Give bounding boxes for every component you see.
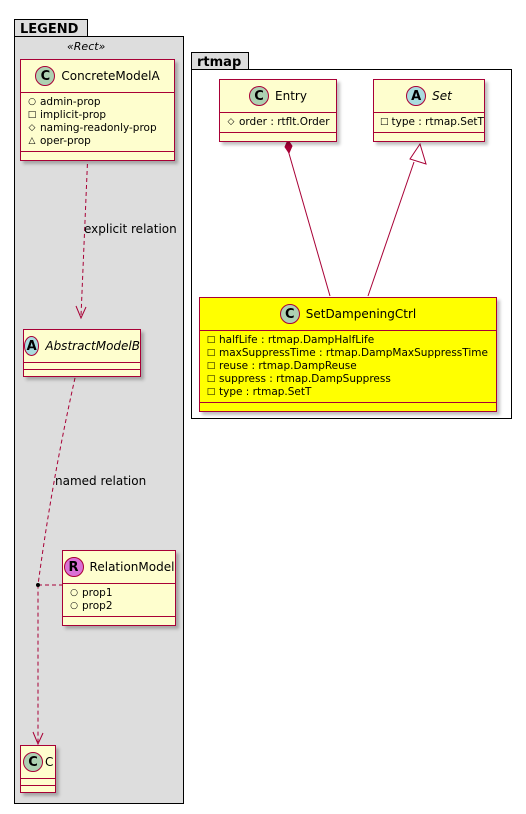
field-row: □suppress : rtmap.DampSuppress: [206, 373, 490, 386]
concrete-model-a-fields: ○ admin-prop □implicit-prop ◇ naming-reado…: [21, 93, 174, 151]
field-row: □type : rtmap.SetT: [206, 386, 490, 399]
field-text: type : rtmap.SetT: [391, 116, 484, 128]
private-square-icon: □: [206, 361, 216, 371]
set-methods: [374, 132, 484, 141]
entry-methods: [220, 132, 336, 141]
field-text: oper-prop: [40, 135, 91, 147]
concrete-model-a-methods: [21, 151, 174, 160]
entry-name: Entry: [275, 89, 307, 103]
package-triangle-icon: △: [28, 136, 36, 146]
legend-package-tab: LEGEND: [14, 19, 88, 37]
legend-stereotype: «Rect»: [67, 40, 106, 53]
set-dampening-ctrl-methods: [200, 402, 496, 411]
abstract-model-b-name: AbstractModelB: [45, 339, 140, 353]
abstract-model-b-fields: [24, 363, 140, 370]
public-circle-icon: ○: [70, 588, 78, 598]
concrete-model-a-class[interactable]: C ConcreteModelA ○ admin-prop □implicit-p…: [20, 59, 175, 161]
set-name: Set: [432, 89, 452, 103]
private-square-icon: □: [206, 387, 216, 397]
class-c-badge-icon: C: [23, 752, 43, 772]
field-text: admin-prop: [40, 96, 101, 108]
class-c-badge-icon: C: [279, 304, 300, 324]
concrete-model-a-name: ConcreteModelA: [61, 69, 160, 83]
field-row: ◇ order : rtflt.Order: [226, 116, 330, 129]
field-text: type : rtmap.SetT: [219, 386, 312, 398]
legend-package-body: [14, 36, 184, 804]
concrete-model-a-header: C ConcreteModelA: [21, 60, 174, 93]
c-class-header: C C: [21, 746, 55, 779]
private-square-icon: □: [206, 348, 216, 358]
relation-model-class[interactable]: R RelationModel ○ prop1 ○ prop2: [62, 550, 176, 626]
class-a-badge-icon: A: [406, 86, 427, 106]
field-row: ○ prop2: [69, 600, 169, 613]
protected-diamond-icon: ◇: [28, 123, 36, 133]
private-square-icon: □: [206, 374, 216, 384]
explicit-relation-arrowhead: [75, 305, 87, 320]
set-fields: □type : rtmap.SetT: [374, 113, 484, 132]
private-square-icon: □: [380, 117, 389, 127]
c-class[interactable]: C C: [20, 745, 56, 793]
field-row: ○ prop1: [69, 587, 169, 600]
field-text: prop1: [82, 587, 113, 599]
protected-diamond-icon: ◇: [227, 117, 235, 127]
relation-model-fields: ○ prop1 ○ prop2: [63, 584, 175, 616]
field-row: □halfLife : rtmap.DampHalfLife: [206, 334, 490, 347]
class-a-badge-icon: A: [24, 336, 40, 356]
relation-model-methods: [63, 616, 175, 625]
field-row: ◇ naming-readonly-prop: [27, 122, 168, 135]
relation-junction-dot: [36, 583, 40, 587]
public-circle-icon: ○: [70, 601, 78, 611]
field-text: order : rtflt.Order: [239, 116, 330, 128]
field-row: □maxSuppressTime : rtmap.DampMaxSuppress…: [206, 347, 490, 360]
named-relation-line: [37, 377, 76, 742]
composition-line: [287, 149, 331, 297]
inheritance-line: [367, 161, 415, 297]
class-r-badge-icon: R: [63, 557, 84, 577]
named-relation-arrowhead: [32, 731, 44, 746]
field-row: ○ admin-prop: [27, 96, 168, 109]
entry-fields: ◇ order : rtflt.Order: [220, 113, 336, 132]
set-dampening-ctrl-class[interactable]: C SetDampeningCtrl □halfLife : rtmap.Dam…: [199, 297, 497, 412]
field-text: implicit-prop: [40, 109, 107, 121]
field-row: △ oper-prop: [27, 135, 168, 148]
entry-class[interactable]: C Entry ◇ order : rtflt.Order: [219, 79, 337, 142]
set-dampening-ctrl-header: C SetDampeningCtrl: [200, 298, 496, 331]
set-class[interactable]: A Set □type : rtmap.SetT: [373, 79, 485, 142]
field-text: suppress : rtmap.DampSuppress: [219, 373, 391, 385]
field-text: naming-readonly-prop: [40, 122, 157, 134]
field-text: reuse : rtmap.DampReuse: [219, 360, 357, 372]
c-class-name: C: [45, 755, 54, 769]
named-relation-label: named relation: [55, 474, 147, 488]
abstract-model-b-methods: [24, 370, 140, 376]
field-text: halfLife : rtmap.DampHalfLife: [219, 334, 375, 346]
field-text: prop2: [82, 600, 113, 612]
field-text: maxSuppressTime : rtmap.DampMaxSuppressT…: [219, 347, 488, 359]
relation-model-header: R RelationModel: [63, 551, 175, 584]
abstract-model-b-class[interactable]: A AbstractModelB: [23, 329, 141, 377]
explicit-relation-label: explicit relation: [84, 222, 177, 236]
set-dampening-ctrl-name: SetDampeningCtrl: [305, 307, 417, 321]
private-square-icon: □: [27, 110, 37, 120]
relation-model-name: RelationModel: [89, 560, 175, 574]
c-class-fields: [21, 779, 55, 786]
abstract-model-b-header: A AbstractModelB: [24, 330, 140, 363]
composition-diamond: [284, 138, 293, 155]
rtmap-package-tab: rtmap: [191, 52, 249, 70]
field-row: □reuse : rtmap.DampReuse: [206, 360, 490, 373]
class-c-badge-icon: C: [249, 86, 270, 106]
c-class-methods: [21, 786, 55, 792]
set-dampening-ctrl-fields: □halfLife : rtmap.DampHalfLife □maxSuppr…: [200, 331, 496, 402]
field-row: □type : rtmap.SetT: [380, 116, 484, 129]
private-square-icon: □: [206, 335, 216, 345]
set-header: A Set: [374, 80, 484, 113]
inheritance-triangle: [409, 142, 427, 165]
field-row: □implicit-prop: [27, 109, 168, 122]
entry-header: C Entry: [220, 80, 336, 113]
public-circle-icon: ○: [28, 97, 36, 107]
class-c-badge-icon: C: [35, 66, 56, 86]
